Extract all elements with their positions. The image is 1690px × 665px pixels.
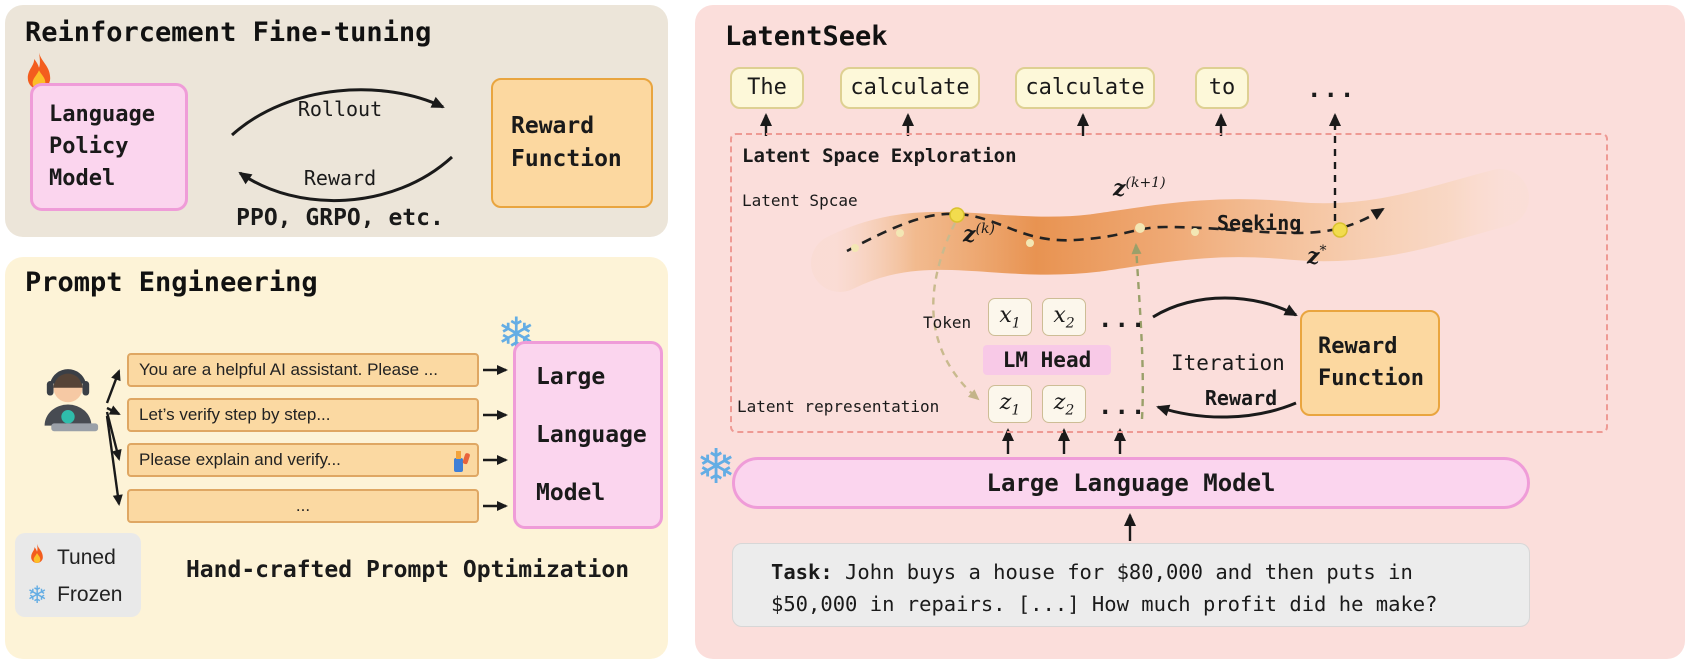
token-row-label: Token (923, 313, 972, 332)
person-to-prompt-1-arrow (105, 369, 121, 404)
x2-label: x2 (1053, 302, 1075, 332)
task-box: Task: John buys a house for $80,000 and … (732, 543, 1530, 627)
reward-arrow-label: Reward (303, 166, 377, 190)
person-to-prompt-3-arrow (105, 411, 122, 461)
latent-space-exploration-box (730, 133, 1608, 433)
prompt-llm-line-3: Model (536, 480, 606, 506)
prompt-caption: Hand-crafted Prompt Optimization (185, 557, 630, 583)
language-policy-model-box: Language Policy Model (30, 83, 188, 211)
panel-latentseek: LatentSeek The calculate calculate to ..… (695, 5, 1685, 659)
z1-label: z1 (999, 389, 1021, 419)
z2-box: z2 (1042, 385, 1086, 423)
rft-title: Reinforcement Fine-tuning (25, 17, 432, 48)
token-ellipsis: ... (1307, 75, 1357, 103)
prompt-box-3: Please explain and verify... (127, 443, 479, 477)
fire-icon (27, 543, 47, 574)
ls-reward-function-label: Reward Function (1318, 334, 1424, 391)
ls-reward-function-box: Reward Function (1300, 310, 1440, 416)
z-k1-label: z(k+1) (1113, 175, 1166, 202)
z1-box: z1 (988, 385, 1032, 423)
prompt-llm-line-1: Large (536, 364, 606, 390)
rft-reward-function-label: Reward Function (511, 112, 622, 172)
lm-head-box: LM Head (983, 345, 1111, 375)
legend-frozen-row: ❄ Frozen (27, 583, 141, 607)
prompt-box-4: ... (127, 489, 479, 523)
x1-box: x1 (988, 298, 1032, 336)
legend-tuned-label: Tuned (57, 546, 116, 570)
token-the: The (730, 67, 804, 109)
exploration-title: Latent Space Exploration (742, 145, 1017, 167)
panel-prompt-engineering: Prompt Engineering You are a helpful AI … (5, 257, 668, 659)
person-to-prompt-2-arrow (106, 405, 121, 416)
prompt-title: Prompt Engineering (25, 267, 318, 298)
task-label: Task: (771, 560, 833, 584)
ls-llm-label: Large Language Model (986, 469, 1276, 497)
task-line-2: $50,000 in repairs. [...] How much profi… (771, 591, 1438, 616)
prompt-text-4: ... (295, 496, 311, 515)
x-ellipsis: ... (1098, 305, 1148, 333)
person-to-prompt-4-arrow (105, 415, 123, 506)
ls-llm-box: Large Language Model (732, 457, 1530, 509)
z-k-label: z(k) (963, 221, 995, 248)
language-policy-model-label: Language Policy Model (49, 102, 155, 191)
snowflake-icon: ❄ (696, 439, 737, 495)
legend-box: Tuned ❄ Frozen (15, 533, 141, 617)
latent-space-label: Latent Spcae (742, 191, 858, 210)
seeking-label: Seeking (1217, 211, 1302, 235)
rft-reward-function-box: Reward Function (491, 78, 653, 208)
task-line-1: Task: John buys a house for $80,000 and … (771, 560, 1413, 584)
rft-algorithms-label: PPO, GRPO, etc. (236, 205, 444, 231)
iteration-label: Iteration (1171, 351, 1285, 375)
z-star-label: z* (1307, 243, 1327, 270)
z2-label: z2 (1053, 389, 1075, 419)
prompt-llm-line-2: Language (536, 422, 647, 448)
latent-representation-label: Latent representation (737, 397, 940, 416)
panel-reinforcement-fine-tuning: Reinforcement Fine-tuning Language Polic… (5, 5, 668, 237)
rollout-arrow-label: Rollout (297, 97, 383, 121)
token-calculate-1: calculate (840, 67, 980, 109)
legend-tuned-row: Tuned (27, 543, 141, 574)
prompt-box-2: Let’s verify step by step... (127, 398, 479, 432)
z-ellipsis: ... (1098, 392, 1148, 420)
prompt-text-2: Let’s verify step by step... (139, 405, 331, 424)
x1-label: x1 (999, 302, 1021, 332)
snowflake-icon: ❄ (27, 581, 48, 610)
highlighter-icon (452, 448, 472, 474)
prompt-box-1: You are a helpful AI assistant. Please .… (127, 353, 479, 387)
token-to: to (1195, 67, 1249, 109)
reward-feedback-label: Reward (1204, 386, 1278, 410)
prompt-llm-box: Large Language Model (513, 341, 663, 529)
prompt-text-3: Please explain and verify... (139, 450, 341, 469)
latentseek-title: LatentSeek (725, 21, 888, 52)
legend-frozen-label: Frozen (57, 583, 123, 607)
person-at-laptop-icon (29, 359, 107, 441)
x2-box: x2 (1042, 298, 1086, 336)
token-calculate-2: calculate (1015, 67, 1155, 109)
prompt-text-1: You are a helpful AI assistant. Please .… (139, 360, 438, 379)
